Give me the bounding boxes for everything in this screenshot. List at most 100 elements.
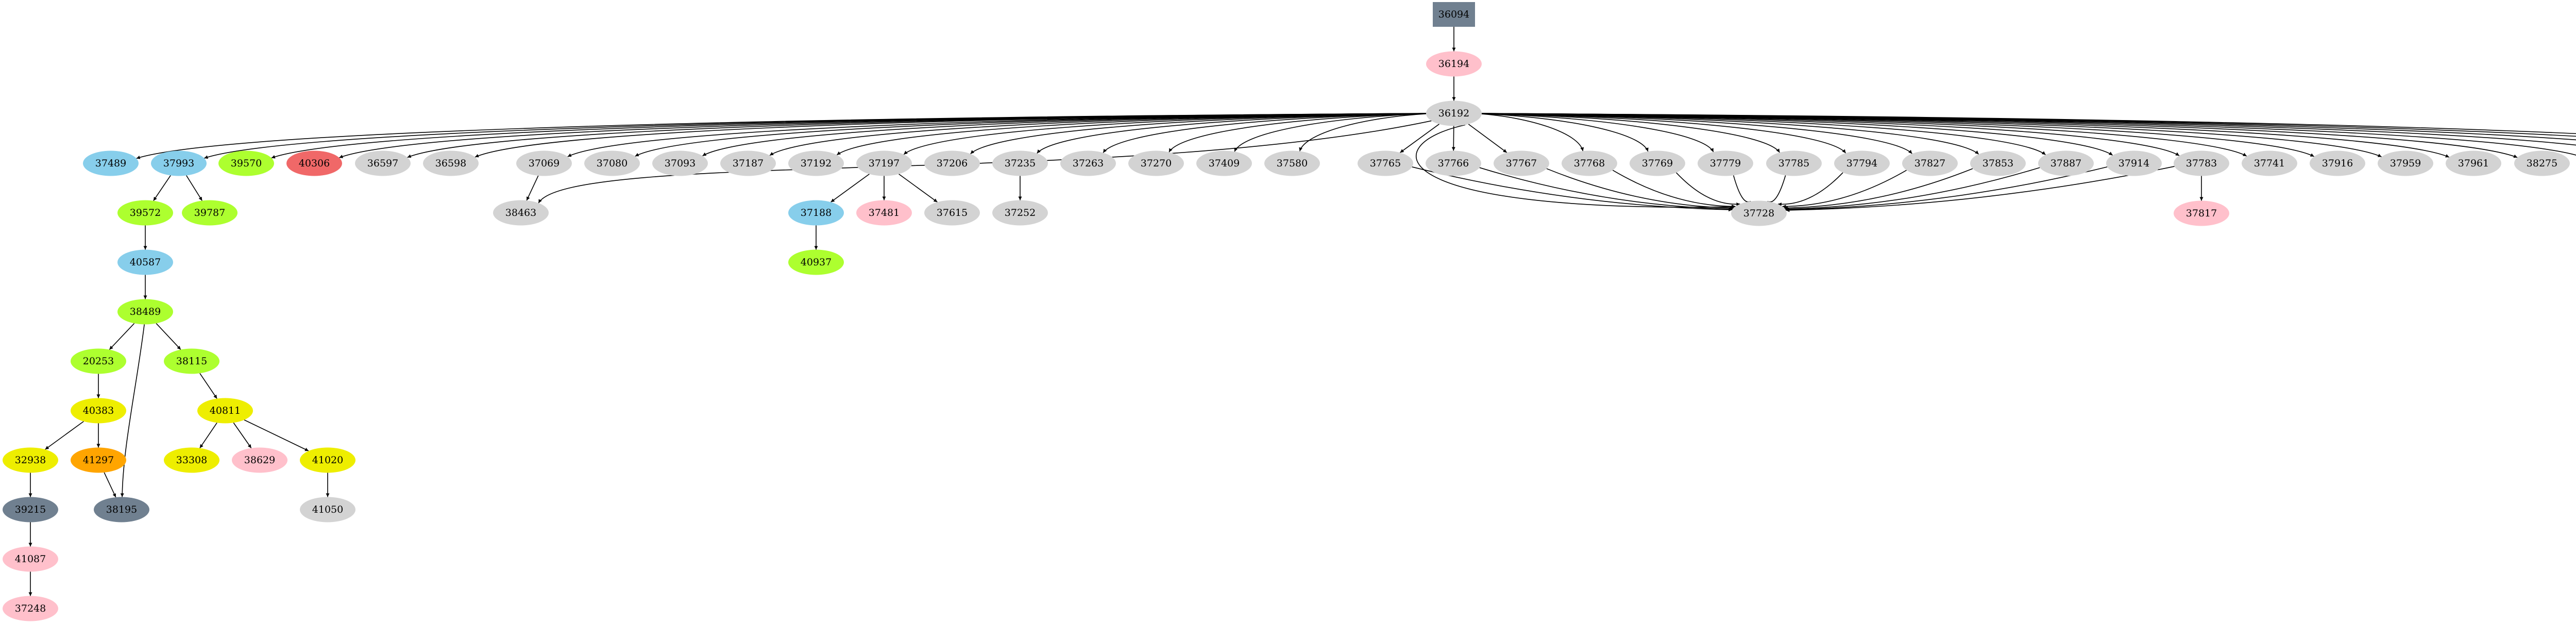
graph-node-37916[interactable]: 37916 bbox=[2310, 150, 2365, 176]
graph-node-37263[interactable]: 37263 bbox=[1060, 150, 1116, 176]
graph-node-36597[interactable]: 36597 bbox=[355, 150, 411, 176]
graph-node-33308[interactable]: 33308 bbox=[164, 447, 219, 473]
graph-node-37993[interactable]: 37993 bbox=[151, 150, 207, 176]
node-shape bbox=[3, 546, 58, 572]
graph-node-39572[interactable]: 39572 bbox=[117, 200, 173, 226]
graph-node-36598[interactable]: 36598 bbox=[423, 150, 479, 176]
graph-node-39215[interactable]: 39215 bbox=[3, 497, 58, 522]
graph-node-37853[interactable]: 37853 bbox=[1970, 150, 2026, 176]
graph-node-37248[interactable]: 37248 bbox=[3, 596, 58, 621]
graph-node-38463[interactable]: 38463 bbox=[493, 200, 549, 226]
graph-node-37817[interactable]: 37817 bbox=[2174, 200, 2229, 226]
graph-node-37783[interactable]: 37783 bbox=[2174, 150, 2229, 176]
graph-node-37769[interactable]: 37769 bbox=[1630, 150, 1685, 176]
graph-node-40383[interactable]: 40383 bbox=[71, 398, 126, 424]
node-label: 41050 bbox=[312, 504, 343, 515]
node-label: 37817 bbox=[2186, 208, 2217, 219]
graph-node-37187[interactable]: 37187 bbox=[720, 150, 776, 176]
graph-node-20253[interactable]: 20253 bbox=[71, 348, 126, 374]
node-shape bbox=[300, 447, 355, 473]
node-label: 37235 bbox=[1005, 158, 1036, 169]
node-shape bbox=[117, 200, 173, 226]
edge-37853-37728 bbox=[1784, 168, 1973, 210]
edge-37765-37728 bbox=[1412, 166, 1733, 212]
graph-node-37765[interactable]: 37765 bbox=[1358, 150, 1413, 176]
node-shape bbox=[1196, 150, 1252, 176]
graph-node-41050[interactable]: 41050 bbox=[300, 497, 355, 522]
node-label: 39787 bbox=[194, 207, 225, 218]
graph-node-41297[interactable]: 41297 bbox=[71, 447, 126, 473]
node-shape bbox=[117, 249, 173, 275]
node-shape bbox=[992, 150, 1048, 176]
node-label: 37853 bbox=[1982, 158, 2013, 169]
graph-node-37785[interactable]: 37785 bbox=[1766, 150, 1822, 176]
node-label: 38489 bbox=[130, 306, 161, 317]
graph-node-37188[interactable]: 37188 bbox=[788, 200, 844, 226]
edge-37766-37728 bbox=[1479, 167, 1733, 211]
edge-36192-37206 bbox=[970, 113, 1427, 155]
graph-node-37197[interactable]: 37197 bbox=[856, 150, 912, 176]
graph-node-37252[interactable]: 37252 bbox=[992, 200, 1048, 226]
graph-node-41087[interactable]: 41087 bbox=[3, 546, 58, 572]
graph-node-37080[interactable]: 37080 bbox=[584, 150, 640, 176]
graph-node-41020[interactable]: 41020 bbox=[300, 447, 355, 473]
graph-node-36094[interactable]: 36094 bbox=[1433, 2, 1475, 27]
edge-37794-37728 bbox=[1777, 172, 1843, 207]
node-shape bbox=[1433, 2, 1475, 27]
edge-36192-37769 bbox=[1481, 113, 1649, 152]
graph-node-32938[interactable]: 32938 bbox=[3, 447, 58, 473]
graph-node-37481[interactable]: 37481 bbox=[856, 200, 912, 226]
graph-node-40937[interactable]: 40937 bbox=[788, 249, 844, 275]
node-label: 37767 bbox=[1506, 158, 1537, 169]
graph-node-37959[interactable]: 37959 bbox=[2378, 150, 2433, 176]
graph-node-37192[interactable]: 37192 bbox=[788, 150, 844, 176]
graph-node-37270[interactable]: 37270 bbox=[1128, 150, 1184, 176]
graph-node-40306[interactable]: 40306 bbox=[286, 150, 342, 176]
graph-node-37741[interactable]: 37741 bbox=[2242, 150, 2297, 176]
graph-node-39570[interactable]: 39570 bbox=[218, 150, 274, 176]
graph-node-37827[interactable]: 37827 bbox=[1902, 150, 1958, 176]
graph-node-37779[interactable]: 37779 bbox=[1698, 150, 1753, 176]
graph-node-37093[interactable]: 37093 bbox=[652, 150, 708, 176]
graph-node-37961[interactable]: 37961 bbox=[2446, 150, 2501, 176]
graph-node-38489[interactable]: 38489 bbox=[117, 299, 173, 325]
graph-node-37206[interactable]: 37206 bbox=[924, 150, 980, 176]
node-shape bbox=[856, 200, 912, 226]
graph-node-37235[interactable]: 37235 bbox=[992, 150, 1048, 176]
graph-node-37489[interactable]: 37489 bbox=[83, 150, 139, 176]
graph-node-38115[interactable]: 38115 bbox=[164, 348, 219, 374]
graph-node-38195[interactable]: 38195 bbox=[94, 497, 149, 522]
graph-node-36192[interactable]: 36192 bbox=[1426, 100, 1482, 126]
graph-node-40587[interactable]: 40587 bbox=[117, 249, 173, 275]
edge-37069-38463 bbox=[526, 175, 539, 201]
graph-node-37409[interactable]: 37409 bbox=[1196, 150, 1252, 176]
edge-37785-37728 bbox=[1767, 175, 1786, 205]
graph-node-37728[interactable]: 37728 bbox=[1731, 200, 1787, 226]
graph-node-38275[interactable]: 38275 bbox=[2514, 150, 2570, 176]
node-shape bbox=[71, 447, 126, 473]
edge-37768-37728 bbox=[1612, 170, 1736, 209]
node-label: 37827 bbox=[1914, 158, 1945, 169]
node-shape bbox=[652, 150, 708, 176]
edge-37197-37188 bbox=[831, 174, 870, 203]
graph-node-39787[interactable]: 39787 bbox=[182, 200, 238, 226]
graph-node-37768[interactable]: 37768 bbox=[1562, 150, 1617, 176]
node-shape bbox=[1562, 150, 1617, 176]
node-shape bbox=[94, 497, 149, 522]
node-shape bbox=[117, 299, 173, 325]
node-label: 37093 bbox=[665, 158, 696, 169]
graph-node-36194[interactable]: 36194 bbox=[1426, 51, 1482, 77]
node-label: 37192 bbox=[801, 158, 832, 169]
graph-node-37766[interactable]: 37766 bbox=[1426, 150, 1481, 176]
graph-node-37767[interactable]: 37767 bbox=[1494, 150, 1549, 176]
graph-node-37615[interactable]: 37615 bbox=[924, 200, 980, 226]
edge-37827-37728 bbox=[1782, 170, 1907, 209]
graph-node-37887[interactable]: 37887 bbox=[2038, 150, 2094, 176]
graph-node-40811[interactable]: 40811 bbox=[197, 398, 253, 424]
graph-node-38629[interactable]: 38629 bbox=[232, 447, 287, 473]
graph-node-37069[interactable]: 37069 bbox=[516, 150, 572, 176]
node-label: 36598 bbox=[435, 158, 466, 169]
graph-node-37914[interactable]: 37914 bbox=[2106, 150, 2162, 176]
graph-node-37794[interactable]: 37794 bbox=[1834, 150, 1890, 176]
graph-node-37580[interactable]: 37580 bbox=[1264, 150, 1320, 176]
